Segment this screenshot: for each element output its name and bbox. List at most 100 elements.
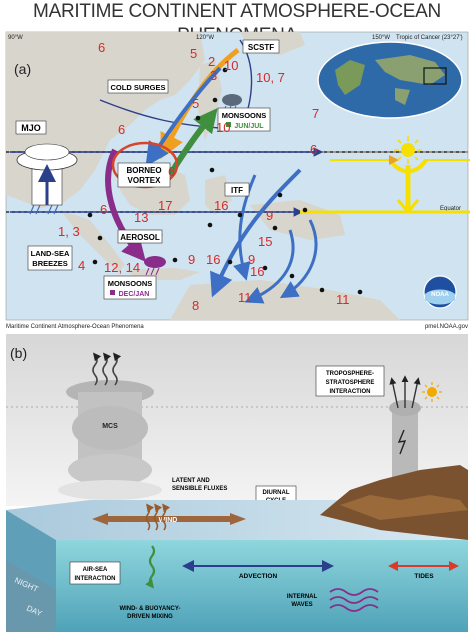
mixing-label-1: WIND- & BUOYANCY- bbox=[119, 606, 180, 612]
itf-arrow-2 bbox=[233, 174, 257, 281]
monsoon-jun-arrow bbox=[167, 107, 218, 177]
air-sea-label-1: AIR-SEA bbox=[83, 567, 108, 573]
scstf-arrow-blue bbox=[145, 66, 222, 167]
mjo-label: MJO bbox=[21, 123, 41, 133]
panel-b-label: (b) bbox=[10, 345, 27, 361]
ref-number: 7 bbox=[312, 106, 319, 121]
advection-label: ADVECTION bbox=[239, 573, 278, 580]
monsoon-rain-cloud-south bbox=[144, 256, 166, 276]
tides-arrow: TIDES bbox=[388, 561, 459, 580]
internal-waves-icon bbox=[329, 588, 379, 612]
panel-b-diagram: (b) MCS bbox=[6, 334, 468, 632]
flux-wavy-arrows bbox=[145, 503, 171, 531]
air-sea-box: AIR-SEA INTERACTION bbox=[69, 561, 121, 585]
monsoons-north-box: MONSOONS JUN/JUL bbox=[217, 107, 271, 132]
lon-label-120: 120°W bbox=[196, 35, 214, 41]
ref-number: 11 bbox=[238, 290, 252, 305]
itf-label: ITF bbox=[231, 186, 243, 195]
panel-a-label: (a) bbox=[14, 61, 31, 77]
ref-number: 9 bbox=[188, 252, 195, 267]
ref-number: 10 bbox=[216, 120, 230, 135]
ref-number: 6 bbox=[310, 142, 317, 157]
mcs-cloud: MCS bbox=[58, 380, 162, 500]
ref-number: 1, 3 bbox=[58, 224, 80, 239]
scstf-box: SCSTF bbox=[242, 39, 280, 54]
monsoons-north-label: MONSOONS bbox=[222, 111, 267, 120]
globe-inset bbox=[317, 41, 463, 119]
mjo-box: MJO bbox=[15, 120, 47, 135]
latent-label-2: SENSIBLE FLUXES bbox=[172, 486, 227, 492]
monsoons-south-sub: DEC/JAN bbox=[119, 291, 150, 298]
new-guinea bbox=[250, 200, 345, 240]
monsoons-north-sub: JUN/JUL bbox=[234, 123, 264, 130]
lightning-icon bbox=[397, 429, 407, 455]
wind-label: WIND bbox=[159, 517, 178, 524]
ref-number: 12, 14 bbox=[104, 260, 140, 275]
mcs-wavy-arrows bbox=[92, 352, 122, 386]
sumatra bbox=[60, 210, 125, 272]
equator-label: Equator bbox=[440, 206, 461, 212]
latent-label-1: LATENT AND bbox=[172, 478, 210, 484]
ref-number: 9 bbox=[266, 208, 273, 223]
ref-number: 3 bbox=[210, 68, 217, 83]
tropo-label-1: TROPOSPHERE- bbox=[326, 371, 374, 377]
tides-label: TIDES bbox=[414, 573, 434, 580]
lon-label-150: 150°W bbox=[372, 35, 390, 41]
internal-waves-label-2: WAVES bbox=[291, 602, 312, 608]
ref-number: 6 bbox=[168, 164, 175, 179]
monsoon-dec-arrow bbox=[105, 148, 146, 262]
ref-number: 15 bbox=[258, 234, 272, 249]
itf-box: ITF bbox=[224, 182, 250, 197]
borneo-vortex-box: BORNEO VORTEX bbox=[117, 162, 171, 188]
ref-number: 13 bbox=[134, 210, 148, 225]
aerosol-label: AEROSOL bbox=[120, 233, 160, 242]
internal-waves-label-1: INTERNAL bbox=[287, 594, 318, 600]
itf-arrow-1 bbox=[210, 168, 302, 298]
tower-arrows bbox=[389, 375, 421, 409]
wind-arrow: WIND bbox=[92, 513, 246, 525]
ref-number: 16 bbox=[214, 198, 228, 213]
panel-a-map: 90°W 120°W 150°W Tropic of Cancer (23°27… bbox=[5, 31, 470, 321]
monsoons-south-box: MONSOONS DEC/JAN bbox=[103, 275, 157, 300]
station-dots bbox=[87, 67, 363, 295]
ref-number: 2 bbox=[208, 54, 215, 69]
borneo-label-1: BORNEO bbox=[126, 166, 161, 175]
ref-number: 9 bbox=[248, 252, 255, 267]
ref-number: 10, 7 bbox=[256, 70, 285, 85]
aerosol-box: AEROSOL bbox=[117, 229, 163, 244]
ref-number: 17 bbox=[158, 198, 172, 213]
cold-surges-label: COLD SURGES bbox=[110, 83, 165, 92]
tropo-label-2: STRATOSPHERE bbox=[326, 380, 375, 386]
land-sea-box: LAND-SEA BREEZES bbox=[27, 245, 73, 271]
mjo-cloud-icon bbox=[16, 143, 78, 215]
mixing-arrow bbox=[145, 545, 156, 589]
globe-highlight-box bbox=[423, 67, 447, 85]
borneo-label-2: VORTEX bbox=[128, 176, 162, 185]
caption-left: Maritime Continent Atmosphere-Ocean Phen… bbox=[6, 324, 144, 330]
ref-number: 6 bbox=[98, 40, 105, 55]
tropo-strat-box: TROPOSPHERE- STRATOSPHERE INTERACTION bbox=[315, 365, 385, 397]
ocean-front bbox=[56, 540, 468, 632]
ref-number: 16 bbox=[206, 252, 220, 267]
ref-number: 6 bbox=[118, 122, 125, 137]
reference-numbers: 6 5 2 10 3 10, 7 6 5 7 6 10 6 6 17 16 9 … bbox=[58, 40, 350, 313]
sun-icon-b bbox=[422, 382, 442, 402]
itf-arrow-3 bbox=[244, 229, 295, 304]
advection-arrow: ADVECTION bbox=[182, 560, 334, 580]
tropic-label: Tropic of Cancer (23°27') bbox=[396, 35, 463, 41]
lon-label-90: 90°W bbox=[8, 35, 23, 41]
land-sea-label-1: LAND-SEA bbox=[31, 249, 70, 258]
sun-icon bbox=[394, 136, 422, 164]
itf-arrow-4 bbox=[279, 219, 318, 299]
ref-number: 5 bbox=[192, 96, 199, 111]
ocean-side bbox=[6, 510, 56, 632]
diurnal-label-1: DIURNAL bbox=[263, 490, 290, 496]
ref-number: 16 bbox=[250, 264, 264, 279]
cold-surges-box: COLD SURGES bbox=[107, 79, 169, 94]
ref-number: 5 bbox=[190, 46, 197, 61]
walker-circulation bbox=[300, 155, 470, 214]
ref-number: 10 bbox=[224, 58, 238, 73]
mixing-label-2: DRIVEN MIXING bbox=[127, 614, 173, 620]
scstf-label: SCSTF bbox=[248, 43, 274, 52]
ref-number: 11 bbox=[336, 292, 350, 307]
